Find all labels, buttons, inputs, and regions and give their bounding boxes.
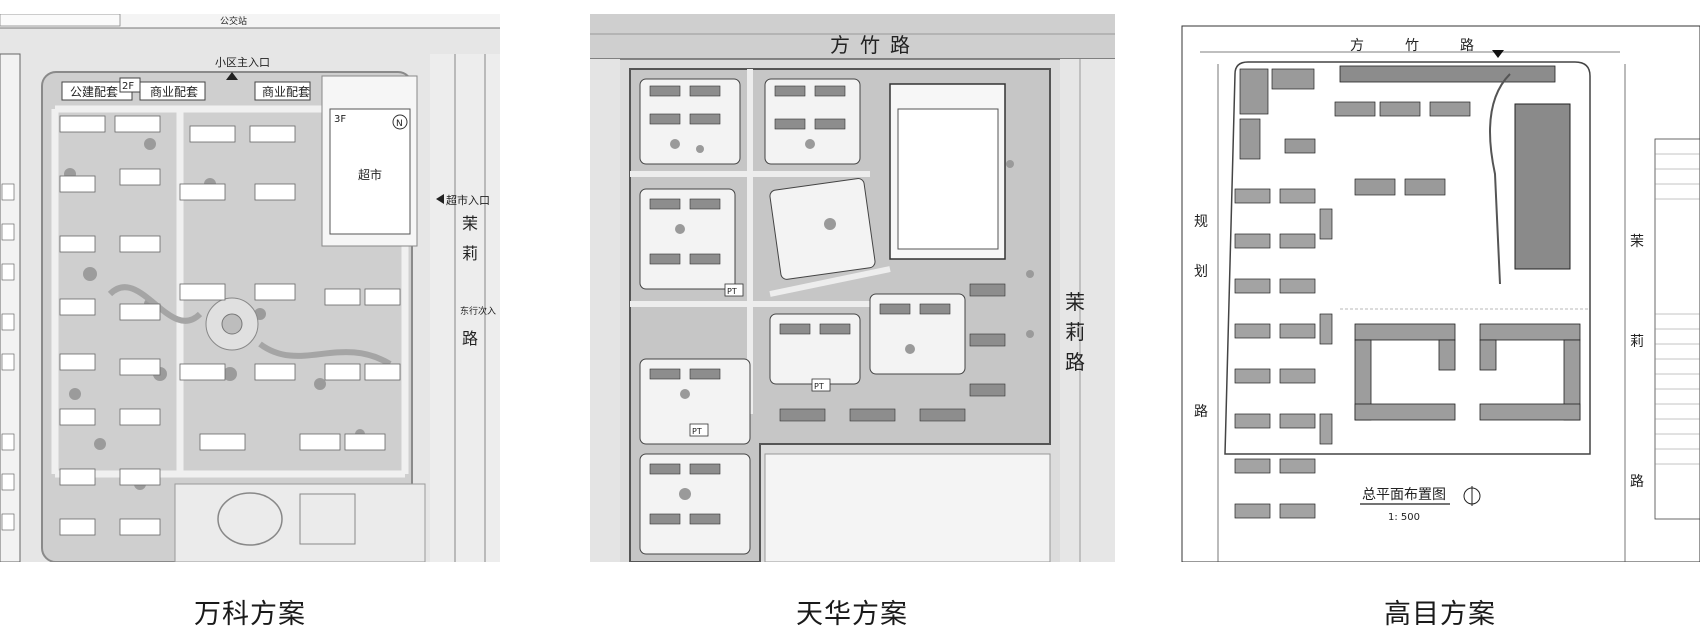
secondary-entrance-label: 东行次入	[460, 305, 496, 317]
plan-image-tianhua: 方 竹 路 茉 莉 路	[590, 14, 1115, 562]
plan-scale: 1: 500	[1388, 512, 1420, 523]
plan-title: 总平面布置图	[1362, 487, 1446, 503]
pt-label-3: PT	[692, 427, 702, 436]
commercial-facility-label-1: 商业配套	[150, 84, 198, 99]
road-mo-label: 茉	[462, 214, 478, 233]
north-label: N	[396, 119, 403, 129]
road-lu-label: 路	[462, 329, 478, 348]
tianhua-site-plan: 方 竹 路 茉 莉 路	[590, 14, 1115, 562]
road-fang-label: 方	[830, 33, 850, 57]
main-entrance-label: 小区主入口	[215, 56, 270, 69]
caption-tianhua: 天华方案	[796, 599, 908, 630]
supermarket-label: 超市	[358, 167, 382, 182]
main-entrance-arrow-icon	[226, 72, 238, 80]
road-mo-label: 茉	[1630, 233, 1644, 250]
supermarket-entrance-arrow-icon	[436, 194, 444, 204]
bus-stop-label: 公交站	[220, 15, 247, 27]
plan-image-vanke: 公交站	[0, 14, 500, 562]
road-lu-top-label: 路	[890, 33, 910, 57]
road-gui-label: 规	[1194, 214, 1208, 230]
road-li-label: 莉	[1065, 320, 1085, 344]
vanke-site-plan: 公交站	[0, 14, 500, 562]
road-lu-left-label: 路	[1194, 404, 1208, 420]
road-zhu-label: 竹	[860, 33, 880, 57]
north-arrow-icon	[392, 114, 408, 130]
caption-vanke: 万科方案	[194, 599, 306, 630]
pt-label-2: PT	[814, 382, 824, 391]
road-lu-top-label: 路	[1460, 38, 1474, 54]
road-lu-label: 路	[1630, 474, 1644, 490]
public-facility-label: 公建配套	[70, 85, 118, 99]
road-zhu-label: 竹	[1405, 38, 1419, 54]
commercial-facility-label-2: 商业配套	[262, 84, 310, 99]
pt-label-1: PT	[727, 287, 737, 296]
entrance-arrow-icon	[1492, 50, 1504, 58]
supermarket-entrance-label: 超市入口	[446, 193, 490, 207]
plan-image-gaomu: 方 竹 路 规 划 路 茉 莉 路	[1180, 14, 1700, 562]
floor-3f-label: 3F	[334, 114, 346, 125]
road-fang-label: 方	[1350, 38, 1364, 54]
road-lu-label: 路	[1065, 350, 1085, 374]
road-mo-label: 茉	[1065, 290, 1085, 314]
gaomu-site-plan: 方 竹 路 规 划 路 茉 莉 路	[1180, 14, 1700, 562]
road-hua-label: 划	[1194, 264, 1208, 280]
road-li-label: 莉	[1630, 334, 1644, 350]
caption-gaomu: 高目方案	[1384, 599, 1496, 630]
floor-2f-label: 2F	[122, 81, 134, 92]
road-li-label: 莉	[462, 244, 478, 263]
